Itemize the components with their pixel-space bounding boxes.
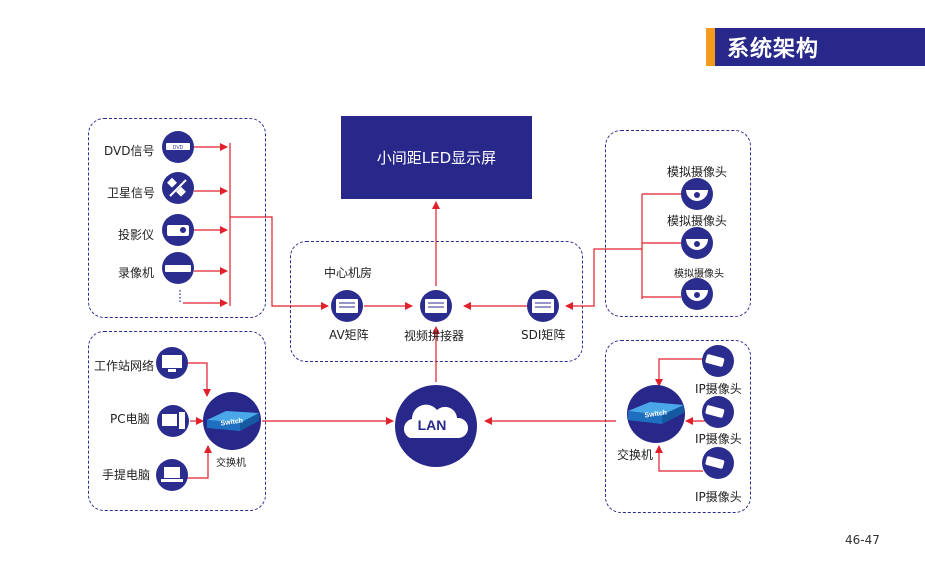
page-title: 系统架构	[727, 37, 820, 62]
page-number: 46-47	[845, 533, 880, 547]
dvd-label: DVD信号	[104, 144, 155, 158]
satellite-icon	[162, 172, 194, 204]
title-bar	[706, 28, 925, 66]
projector-icon	[162, 214, 194, 246]
lan-label: LAN	[418, 417, 447, 433]
satellite-label: 卫星信号	[107, 186, 156, 200]
projector-label: 投影仪	[118, 228, 155, 242]
control-room-title: 中心机房	[324, 266, 373, 280]
ipcam1-to-switch	[655, 358, 706, 387]
analog-camera-1-label: 模拟摄像头	[667, 165, 728, 179]
recorder-icon	[162, 252, 194, 284]
ip-switch-label: 交换机	[617, 448, 654, 462]
ip-cameras-group	[605, 340, 751, 513]
ip-camera-2-icon	[702, 396, 734, 428]
analog-camera-1-icon	[681, 178, 713, 210]
ip-camera-1-label: IP摄像头	[695, 382, 742, 396]
video-splicer-icon	[420, 290, 452, 322]
analog-camera-2-icon	[681, 227, 713, 259]
ip-camera-1-icon	[702, 345, 734, 377]
av-matrix-icon	[331, 290, 363, 322]
pc-label: PC电脑	[110, 412, 150, 426]
ip-switch-icon	[627, 385, 685, 443]
analog-camera-3-label: 模拟摄像头	[674, 269, 724, 280]
pc-icon	[157, 405, 189, 437]
sources-group	[88, 118, 266, 318]
sdi-matrix-icon	[527, 290, 559, 322]
analog-camera-3-icon	[681, 278, 713, 310]
switch-label: 交换机	[216, 458, 246, 469]
video-splicer-label: 视频拼接器	[404, 329, 465, 343]
av-matrix-label: AV矩阵	[329, 328, 369, 342]
network-label: 工作站网络	[94, 359, 155, 373]
recorder-label: 录像机	[118, 266, 155, 280]
analog-to-sdi	[565, 248, 642, 310]
network-computer-icon	[156, 347, 188, 379]
switch-icon-text: Switch	[220, 417, 243, 427]
dvd-icon	[162, 131, 194, 163]
ip-camera-3-icon	[702, 447, 734, 479]
sdi-matrix-label: SDI矩阵	[521, 328, 566, 342]
ip-switch-icon-text: Switch	[644, 409, 667, 419]
analog-camera-2-label: 模拟摄像头	[667, 214, 728, 228]
switch-icon	[203, 392, 261, 450]
lan-cloud-icon	[395, 385, 477, 467]
led-display: 小间距LED显示屏	[341, 116, 532, 199]
laptop-label: 手提电脑	[102, 468, 151, 482]
laptop-to-switch	[187, 445, 212, 479]
sources-to-av	[230, 216, 329, 310]
ip-camera-2-label: IP摄像头	[695, 432, 742, 446]
network-to-switch	[187, 362, 211, 397]
dvd-badge-text: DVD	[173, 145, 184, 151]
laptop-icon	[156, 459, 188, 491]
ipcam3-to-switch	[655, 445, 703, 472]
title-accent	[706, 28, 715, 66]
ip-camera-3-label: IP摄像头	[695, 490, 742, 504]
led-display-label: 小间距LED显示屏	[376, 149, 497, 167]
analog-cameras-group	[605, 130, 751, 317]
